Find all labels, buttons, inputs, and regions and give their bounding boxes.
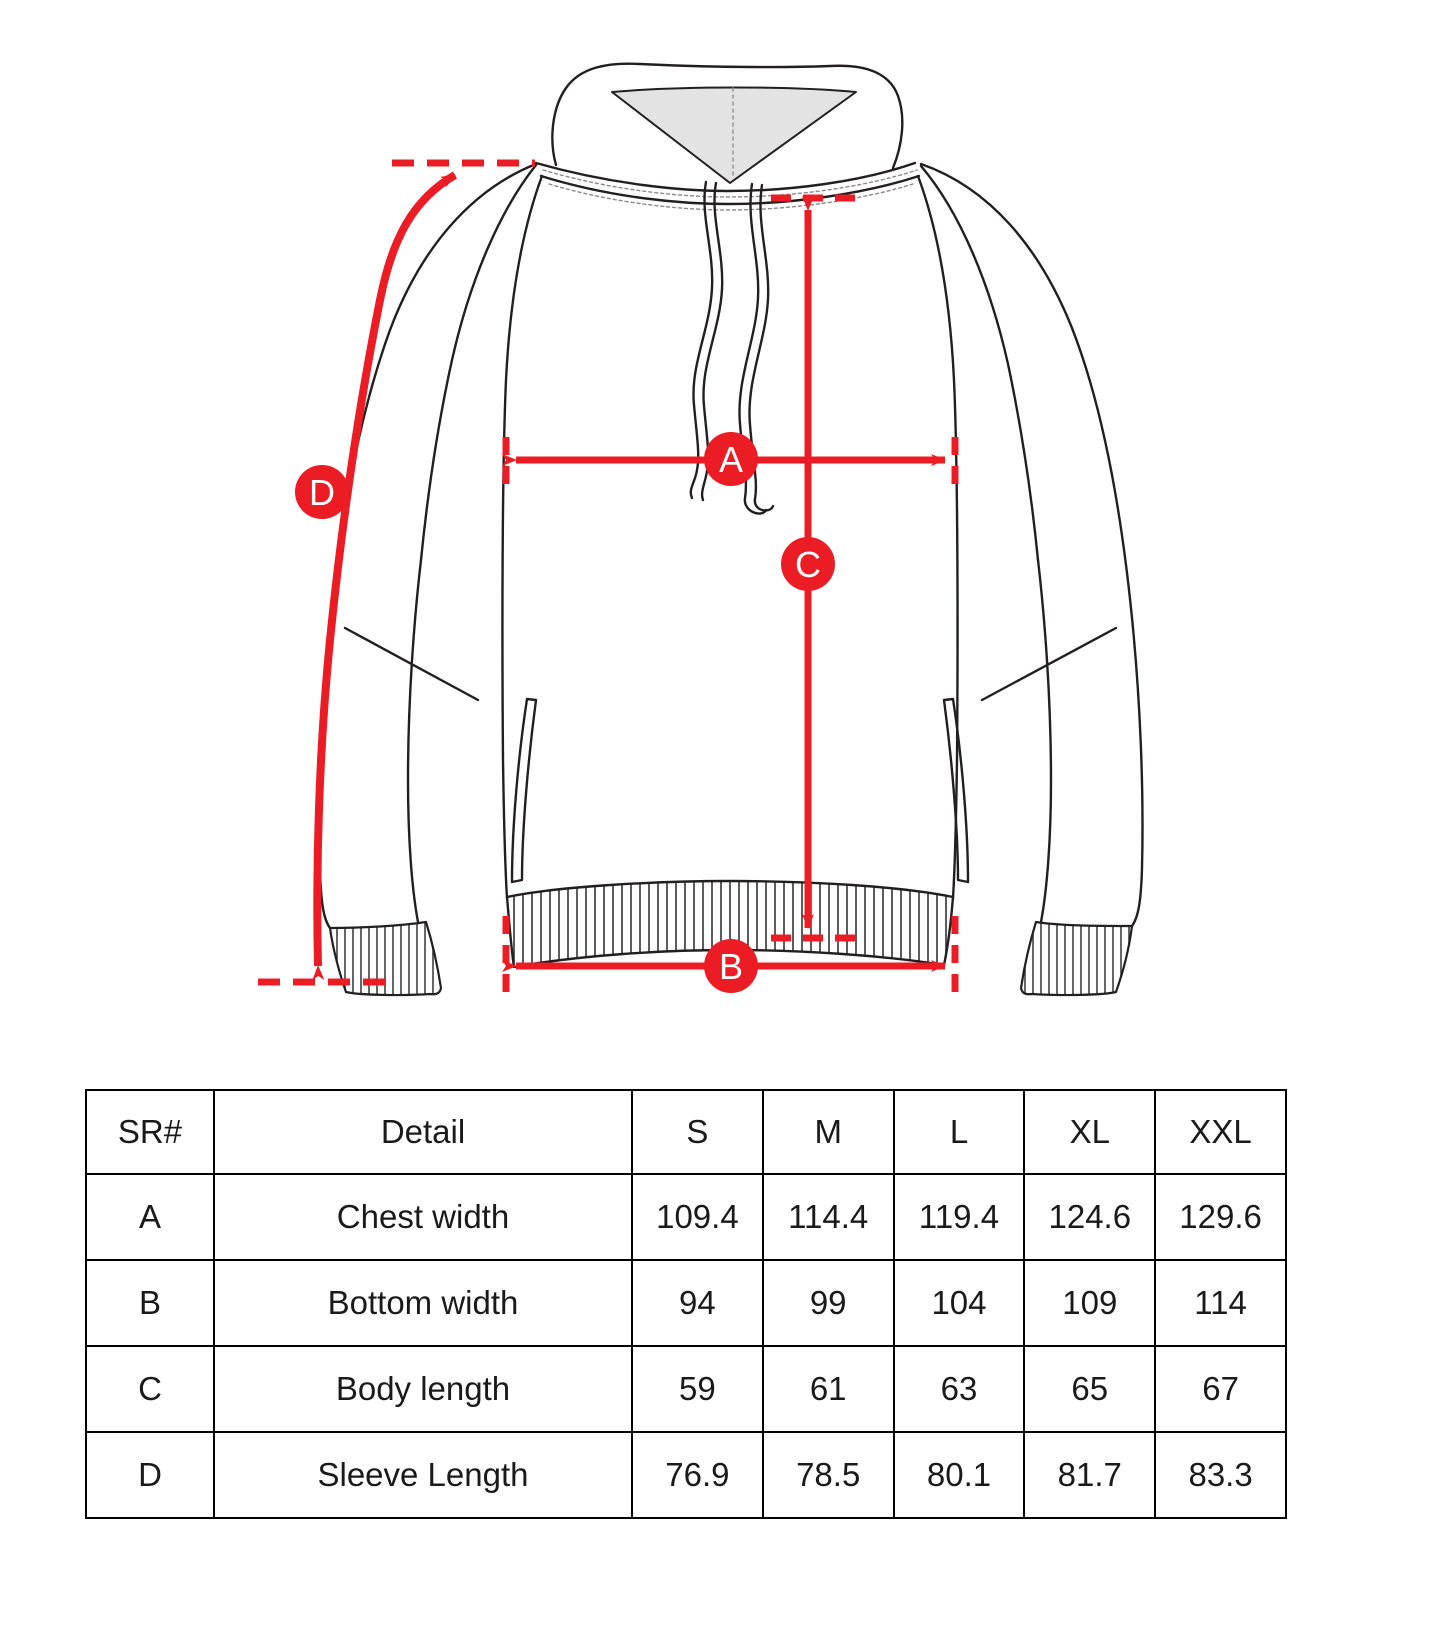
drawcord-left: [689, 180, 714, 500]
column-header-xl: XL: [1023, 1089, 1157, 1175]
table-row: C Body length 59 61 63 65 67: [85, 1345, 1287, 1433]
hoodie-diagram-svg: A B C D: [258, 62, 1144, 1000]
cell-size-xxl: 114: [1154, 1259, 1287, 1347]
marker-c: C: [781, 537, 835, 591]
marker-c-label: C: [795, 544, 821, 585]
drawcord-left-b: [700, 181, 724, 502]
collar-band-top: [534, 161, 917, 193]
cell-size-l: 119.4: [892, 1173, 1026, 1261]
cell-detail: Bottom width: [213, 1259, 633, 1347]
cell-sr: C: [85, 1345, 215, 1433]
cell-size-xxl: 129.6: [1154, 1173, 1287, 1261]
table-header-row: SR# Detail S M L XL XXL: [85, 1089, 1287, 1175]
cell-size-xl: 65: [1023, 1345, 1157, 1433]
column-header-s: S: [631, 1089, 764, 1175]
hood-outline: [551, 62, 904, 170]
measurement-annotations: [258, 159, 959, 1000]
body-left-edge: [501, 174, 544, 900]
sleeve-left-inner: [406, 558, 423, 924]
cell-detail: Sleeve Length: [213, 1431, 633, 1519]
collar-stitch-lower: [548, 183, 914, 211]
cell-size-l: 104: [892, 1259, 1026, 1347]
cell-size-xxl: 83.3: [1154, 1431, 1287, 1519]
marker-d: D: [295, 465, 349, 519]
cell-sr: D: [85, 1431, 215, 1519]
table-row: D Sleeve Length 76.9 78.5 80.1 81.7 83.3: [85, 1431, 1287, 1519]
cell-size-l: 80.1: [892, 1431, 1026, 1519]
column-header-sr: SR#: [85, 1089, 215, 1175]
cell-detail: Body length: [213, 1345, 633, 1433]
garment-outline: [318, 62, 1144, 997]
table-row: A Chest width 109.4 114.4 119.4 124.6 12…: [85, 1173, 1287, 1261]
pocket-left-opening: [510, 697, 538, 884]
marker-b: B: [704, 939, 758, 993]
column-header-m: M: [761, 1089, 895, 1175]
marker-b-label: B: [719, 946, 743, 987]
raglan-seam-right: [919, 164, 1040, 562]
dim-line-d: [312, 171, 458, 981]
cell-size-m: 61: [761, 1345, 895, 1433]
hood-lining: [611, 86, 857, 184]
cell-size-s: 76.9: [631, 1431, 764, 1519]
size-table: SR# Detail S M L XL XXL A Chest width 10…: [85, 1089, 1287, 1519]
cell-size-xxl: 67: [1154, 1345, 1287, 1433]
cell-size-l: 63: [892, 1345, 1026, 1433]
pocket-right-opening: [942, 697, 970, 884]
collar-band-bottom: [539, 174, 921, 206]
cell-size-s: 59: [631, 1345, 764, 1433]
size-table-container: SR# Detail S M L XL XXL A Chest width 10…: [85, 1089, 1287, 1519]
cell-size-s: 94: [631, 1259, 764, 1347]
cell-size-m: 99: [761, 1259, 895, 1347]
column-header-detail: Detail: [213, 1089, 633, 1175]
cell-sr: A: [85, 1173, 215, 1261]
cell-detail: Chest width: [213, 1173, 633, 1261]
cell-size-s: 109.4: [631, 1173, 764, 1261]
cuff-right-shape: [1019, 920, 1134, 997]
cell-size-m: 114.4: [761, 1173, 895, 1261]
body-right-edge: [916, 174, 959, 900]
raglan-seam-left: [419, 163, 538, 562]
sleeve-right-inner: [1036, 558, 1053, 924]
cell-size-xl: 109: [1023, 1259, 1157, 1347]
sleeve-left-panel-seam: [343, 626, 480, 702]
drawcord-right-b: [748, 183, 775, 512]
cell-size-xl: 124.6: [1023, 1173, 1157, 1261]
column-header-xxl: XXL: [1154, 1089, 1287, 1175]
marker-a: A: [704, 432, 758, 486]
collar-band-inner: [542, 169, 918, 198]
marker-d-label: D: [309, 472, 335, 513]
column-header-l: L: [892, 1089, 1026, 1175]
sleeve-right-panel-seam: [980, 626, 1118, 702]
sleeve-right-outer: [919, 162, 1144, 928]
table-row: B Bottom width 94 99 104 109 114: [85, 1259, 1287, 1347]
hoodie-technical-drawing: A B C D: [258, 62, 1144, 1000]
cell-sr: B: [85, 1259, 215, 1347]
cell-size-m: 78.5: [761, 1431, 895, 1519]
cell-size-xl: 81.7: [1023, 1431, 1157, 1519]
drawcord-right: [738, 182, 768, 515]
measurement-markers: A B C D: [295, 432, 835, 993]
marker-a-label: A: [719, 439, 743, 480]
